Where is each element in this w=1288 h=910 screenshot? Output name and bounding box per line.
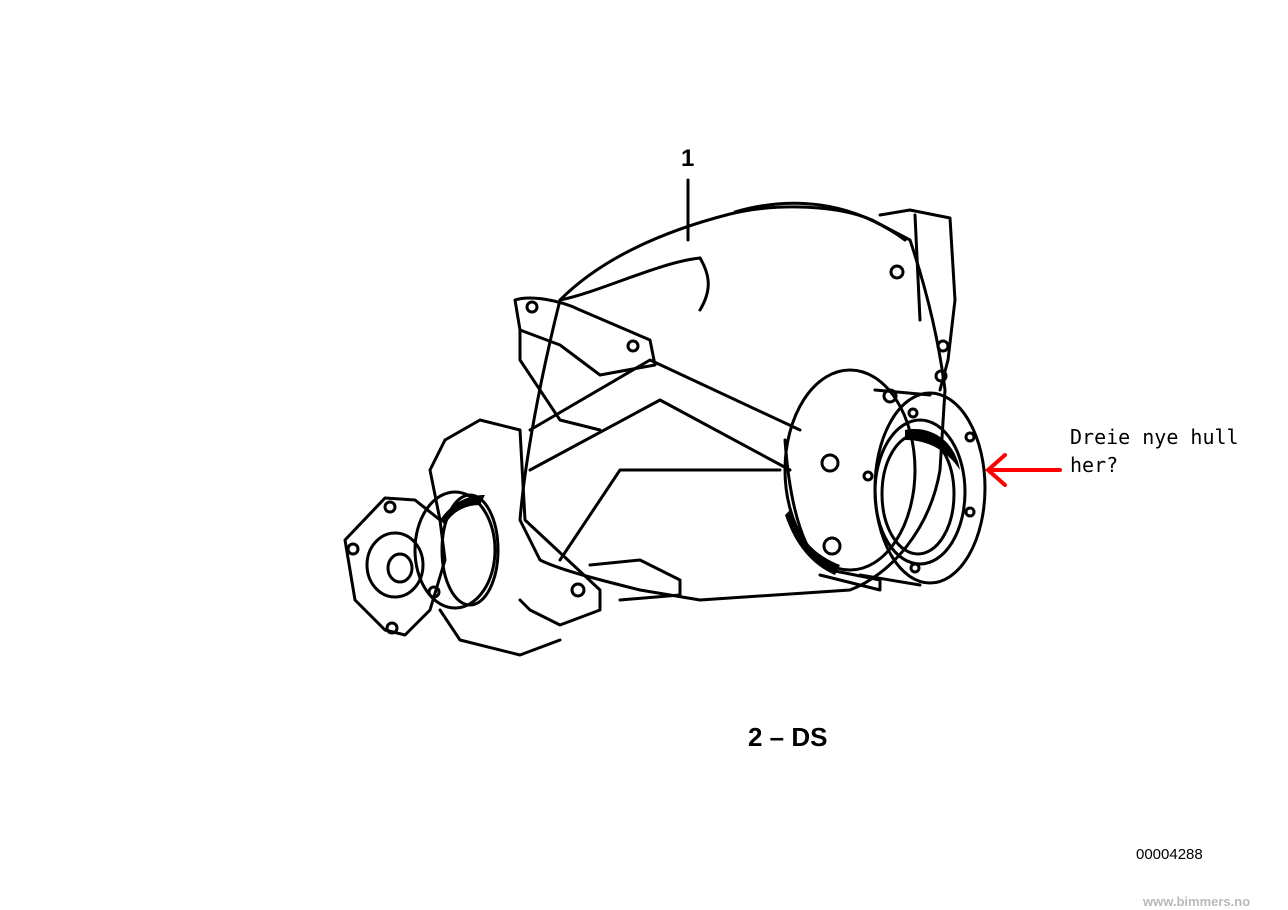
annotation-line-1: Dreie nye hull — [1070, 425, 1239, 449]
annotation-arrow-icon — [984, 453, 1062, 487]
annotation-line-2: her? — [1070, 453, 1119, 477]
diagram-caption: 2 – DS — [748, 722, 828, 752]
differential-housing-icon — [518, 201, 957, 602]
watermark: www.bimmers.no — [1143, 894, 1251, 909]
mounting-arm-icon — [513, 296, 657, 432]
lower-arm-icon — [428, 418, 682, 657]
diagram-id: 00004288 — [1136, 846, 1203, 863]
shading-accents — [440, 429, 960, 575]
output-flange-icon — [783, 368, 987, 592]
part-number-label: 1 — [681, 145, 695, 172]
annotation-text: Dreie nye hull her? — [1070, 423, 1270, 479]
input-flange-icon — [343, 490, 500, 637]
